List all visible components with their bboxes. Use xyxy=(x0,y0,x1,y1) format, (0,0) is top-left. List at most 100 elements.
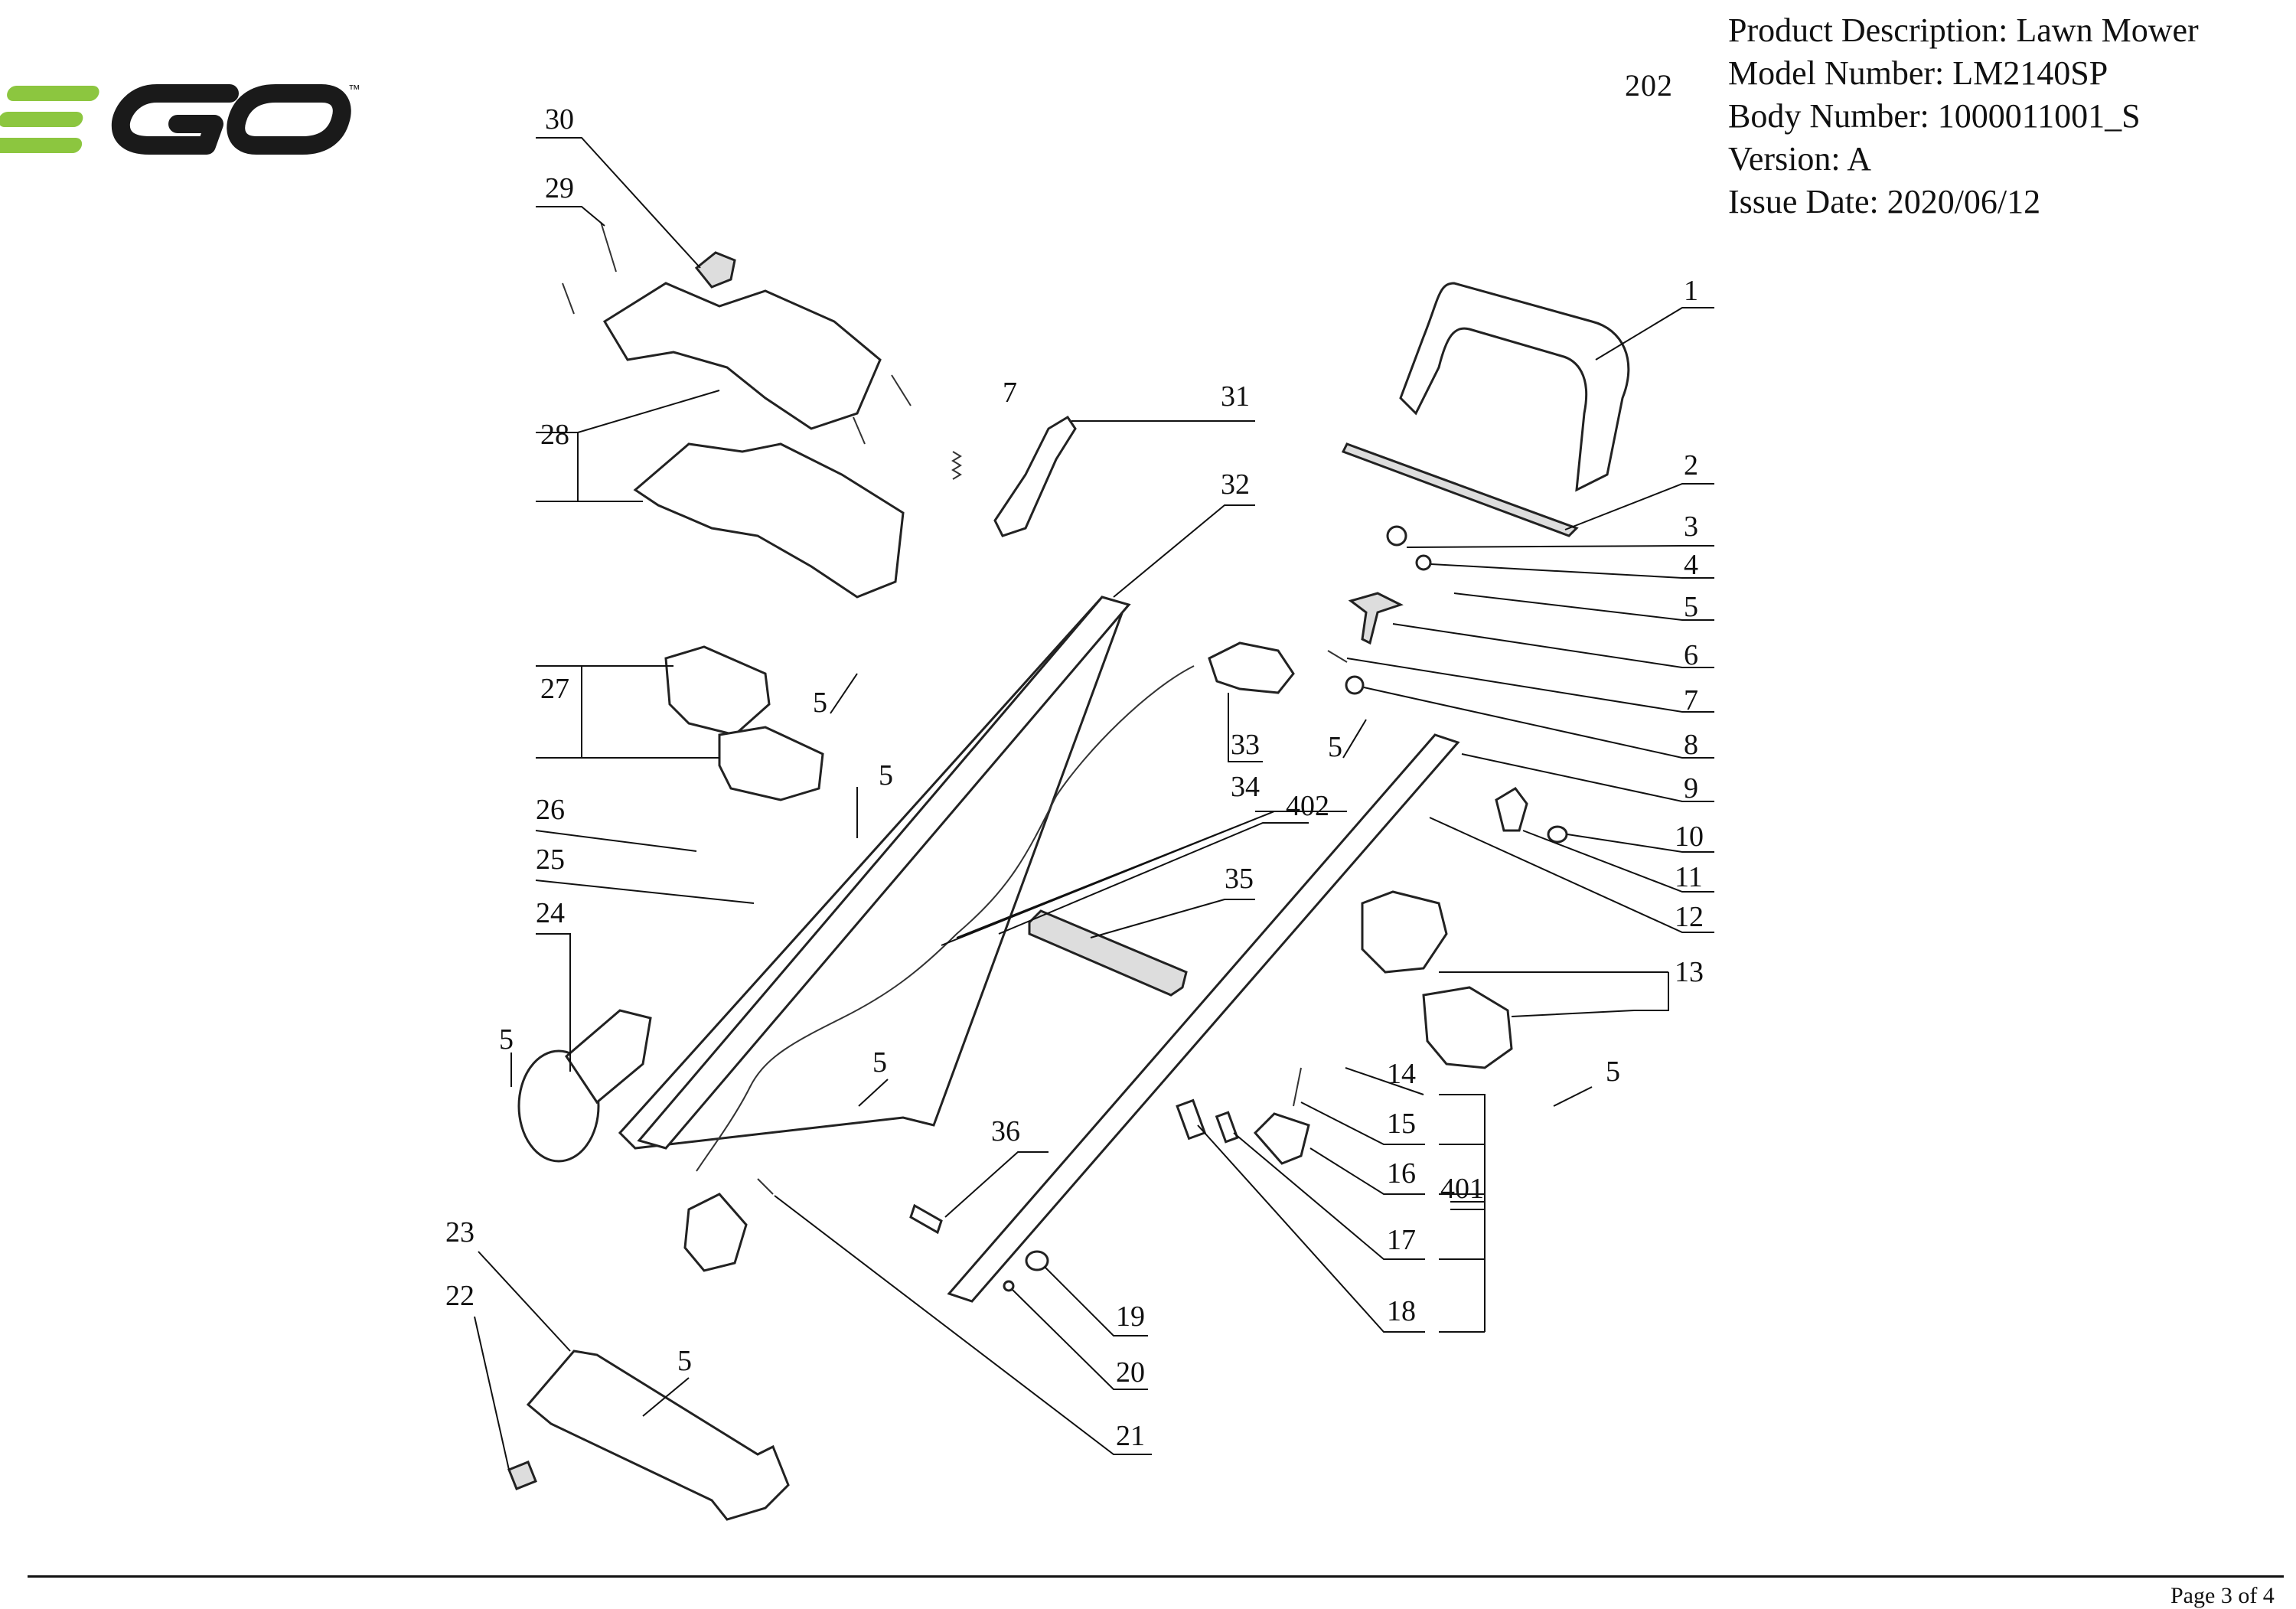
screw-29b-part xyxy=(562,282,575,315)
harness-part xyxy=(683,1193,748,1272)
pin-36-part xyxy=(909,1203,943,1235)
part-7b xyxy=(1327,650,1348,663)
callout-1: 1 xyxy=(1684,275,1698,307)
callout-31: 31 xyxy=(1221,380,1250,413)
product-description: Product Description: Lawn Mower xyxy=(1728,11,2199,49)
callout-25: 25 xyxy=(536,844,565,876)
leader-lines xyxy=(474,137,1714,1470)
callout-9: 9 xyxy=(1684,772,1698,804)
callout-16: 16 xyxy=(1387,1157,1416,1190)
ego-logo: ™ xyxy=(0,83,360,155)
callout-5g: 5 xyxy=(1328,731,1342,763)
callout-11: 11 xyxy=(1675,861,1703,893)
callout-24: 24 xyxy=(536,897,565,929)
right-tube-part xyxy=(947,733,1460,1303)
knob-part xyxy=(694,251,736,289)
callout-17: 17 xyxy=(1387,1224,1416,1256)
screw-29c-part xyxy=(891,374,912,406)
wheel-cover-part xyxy=(565,1009,652,1105)
body-number: Body Number: 1000011001_S xyxy=(1728,97,2141,135)
trademark-symbol: ™ xyxy=(348,83,360,96)
strip-part xyxy=(1341,442,1579,537)
footer-divider xyxy=(28,1575,2284,1578)
ring-10-part xyxy=(1547,825,1568,844)
callout-27: 27 xyxy=(540,673,569,705)
callout-3: 3 xyxy=(1684,511,1698,543)
callout-13: 13 xyxy=(1675,956,1704,988)
upper-housing-part xyxy=(602,282,882,430)
nut-20-part xyxy=(1003,1280,1015,1292)
gearbox-right-lower-part xyxy=(1422,986,1513,1069)
page-number: Page 3 of 4 xyxy=(2170,1583,2275,1608)
callout-8: 8 xyxy=(1684,729,1698,761)
callout-19: 19 xyxy=(1116,1301,1145,1333)
callout-5b: 5 xyxy=(813,687,827,719)
callout-6: 6 xyxy=(1684,639,1698,671)
callout-26: 26 xyxy=(536,794,565,826)
callout-401: 401 xyxy=(1440,1173,1484,1205)
callout-30: 30 xyxy=(545,103,574,135)
callout-36: 36 xyxy=(991,1115,1020,1147)
clip-22-part xyxy=(507,1461,537,1490)
callout-402: 402 xyxy=(1286,790,1329,822)
callout-33: 33 xyxy=(1231,729,1260,761)
document-number: 202 xyxy=(1625,68,1673,103)
callout-5d: 5 xyxy=(499,1023,514,1056)
callout-29: 29 xyxy=(545,172,574,204)
cable-box-part xyxy=(1208,641,1295,694)
washer-19-part xyxy=(1025,1250,1049,1271)
callout-7a: 7 xyxy=(1684,684,1698,716)
lower-housing-part xyxy=(633,442,905,599)
callout-5e: 5 xyxy=(872,1046,887,1079)
callout-34: 34 xyxy=(1231,771,1260,803)
callout-5h: 5 xyxy=(1606,1056,1620,1088)
product-info: Product Description: Lawn Mower Model Nu… xyxy=(1728,9,2199,224)
callout-21: 21 xyxy=(1116,1420,1145,1452)
callout-5a: 5 xyxy=(1684,591,1698,623)
callout-4: 4 xyxy=(1684,549,1698,581)
screw-29d-part xyxy=(853,416,866,445)
knob-11-part xyxy=(1495,787,1528,832)
callout-2: 2 xyxy=(1684,449,1698,481)
axle-23-part xyxy=(526,1350,790,1521)
sleeve-18-part xyxy=(1176,1098,1207,1141)
screw-29a-part xyxy=(600,221,617,273)
callout-5f: 5 xyxy=(677,1345,692,1377)
model-number: Model Number: LM2140SP xyxy=(1728,54,2108,92)
wheel-24-part xyxy=(517,1049,600,1163)
spring-7-part xyxy=(951,451,962,480)
gearbox-right-upper-part xyxy=(1361,890,1448,974)
part-3 xyxy=(1386,525,1407,547)
left-tube-main-part xyxy=(637,596,1131,1150)
handle-bar-part xyxy=(1399,282,1630,492)
sleeve-17-part xyxy=(1215,1111,1239,1144)
pin-15-part xyxy=(1293,1067,1302,1107)
callout-20: 20 xyxy=(1116,1356,1145,1389)
callout-labels: 1 2 3 4 5 6 7 8 9 10 11 12 13 14 15 16 1… xyxy=(445,103,1704,1452)
part-4 xyxy=(1415,554,1432,571)
version: Version: A xyxy=(1728,140,1871,178)
bracket-35-part xyxy=(1028,909,1188,997)
cable-part xyxy=(696,665,1195,1172)
callout-32: 32 xyxy=(1221,468,1250,501)
callout-35: 35 xyxy=(1225,863,1254,895)
callout-22: 22 xyxy=(445,1280,475,1312)
gearbox-upper-part xyxy=(664,645,771,736)
callout-7b: 7 xyxy=(1003,377,1017,409)
issue-date: Issue Date: 2020/06/12 xyxy=(1728,183,2041,220)
lever-6-part xyxy=(1348,592,1404,645)
lever-31-part xyxy=(993,415,1077,537)
clip-16-part xyxy=(1253,1112,1310,1165)
part-8 xyxy=(1345,675,1365,695)
callout-14: 14 xyxy=(1387,1058,1416,1090)
callout-5c: 5 xyxy=(879,759,893,791)
callout-12: 12 xyxy=(1675,901,1704,933)
callout-28: 28 xyxy=(540,419,569,451)
gearbox-lower-part xyxy=(718,726,824,801)
callout-15: 15 xyxy=(1387,1108,1416,1140)
callout-23: 23 xyxy=(445,1216,475,1248)
callout-10: 10 xyxy=(1675,821,1704,853)
screw-21-part xyxy=(757,1178,774,1195)
